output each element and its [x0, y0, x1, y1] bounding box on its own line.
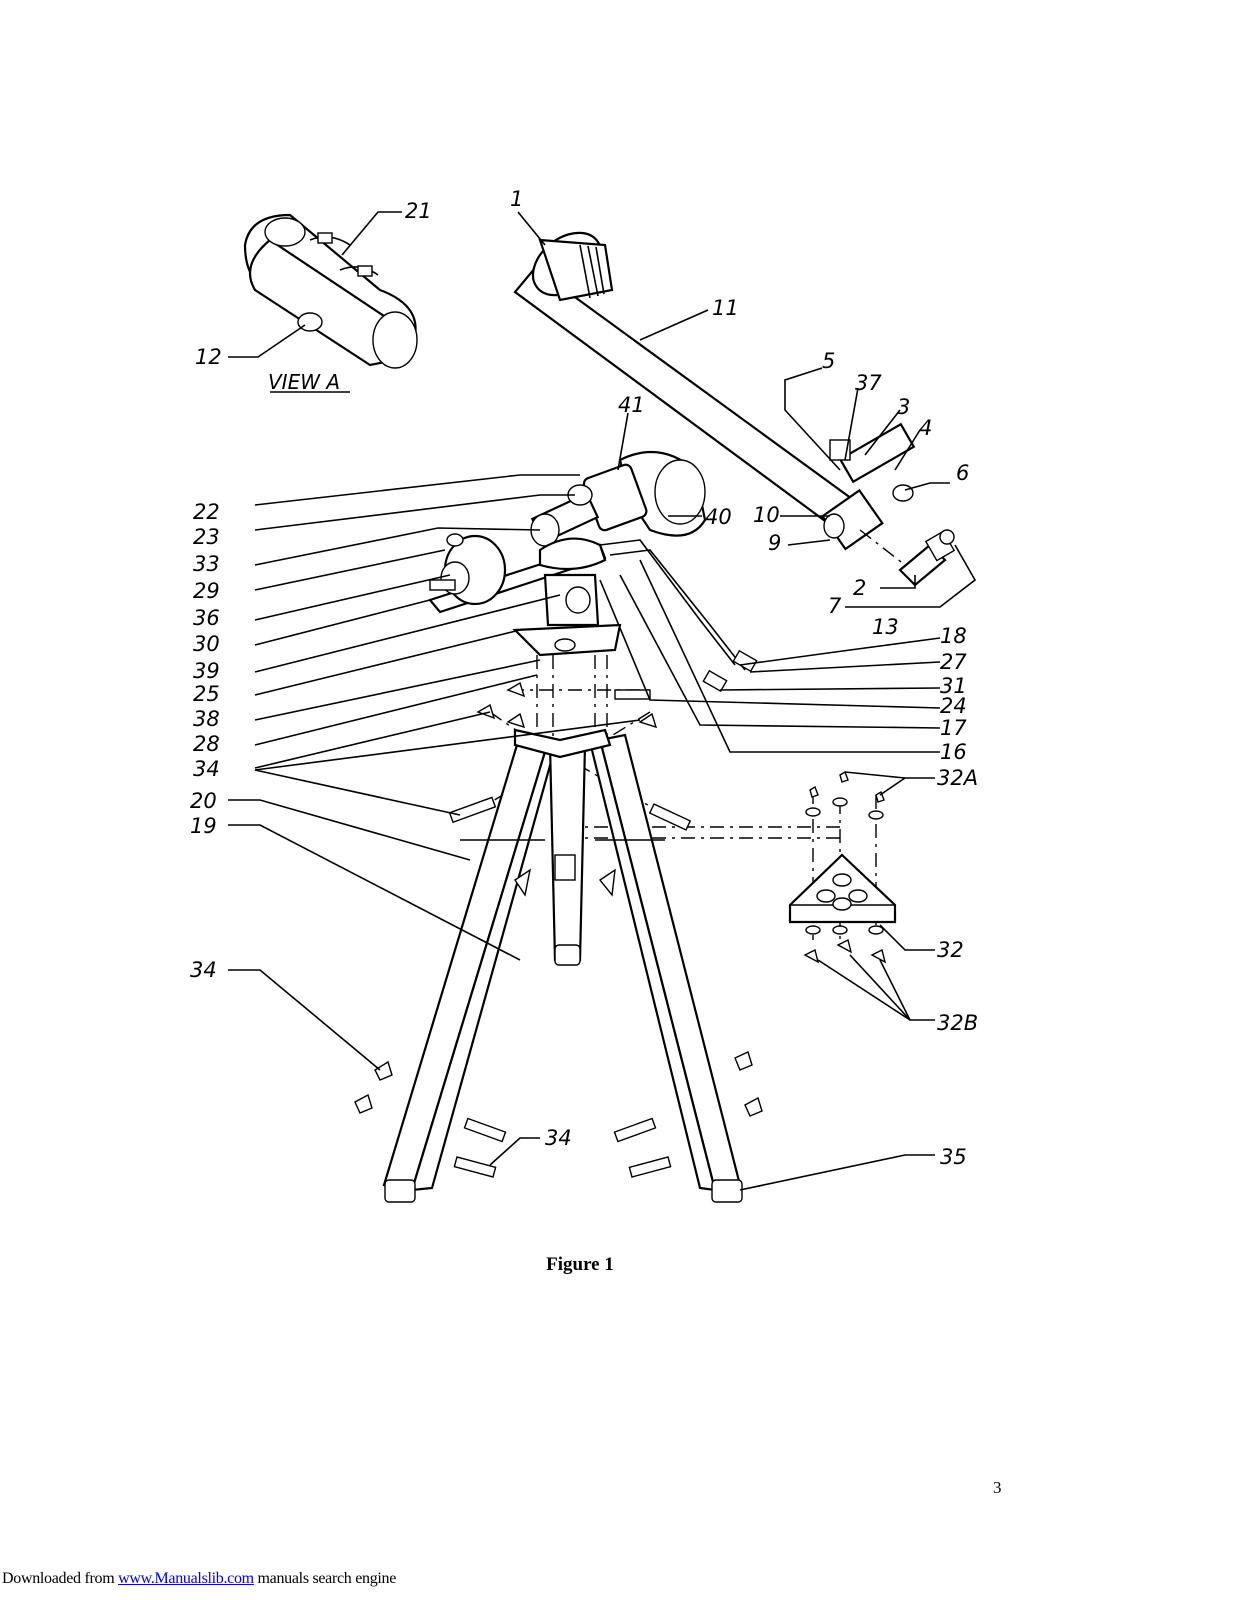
callout-18: 18	[940, 624, 967, 648]
callout-34-bottom: 34	[545, 1126, 572, 1150]
callout-37: 37	[855, 371, 882, 395]
footer-prefix: Downloaded from	[2, 1570, 119, 1587]
callout-31: 31	[940, 674, 967, 698]
callout-29: 29	[193, 579, 220, 603]
callout-35: 35	[940, 1145, 967, 1169]
callout-22: 22	[193, 500, 220, 524]
equatorial-mount	[428, 450, 758, 693]
callout-3: 3	[897, 395, 910, 419]
callout-16: 16	[940, 740, 967, 764]
callout-6: 6	[956, 461, 969, 485]
callout-21: 21	[405, 199, 432, 223]
bolt-icon	[448, 689, 692, 1178]
callout-23: 23	[193, 525, 220, 549]
callout-32B: 32B	[937, 1011, 978, 1035]
callout-40: 40	[705, 505, 732, 529]
wing-nut-icon	[354, 681, 763, 1117]
callout-7: 7	[828, 594, 842, 618]
callout-2: 2	[853, 576, 866, 600]
callout-36: 36	[193, 606, 220, 630]
callout-28: 28	[193, 732, 220, 756]
callout-19: 19	[190, 814, 217, 838]
callout-24: 24	[940, 694, 967, 718]
callout-1: 1	[510, 187, 523, 211]
callout-10: 10	[753, 503, 780, 527]
callout-25: 25	[193, 682, 220, 706]
callout-20: 20	[190, 789, 217, 813]
callout-30: 30	[193, 632, 220, 656]
callout-34-lower: 34	[190, 958, 217, 982]
callout-4: 4	[919, 416, 932, 440]
callout-34-left: 34	[193, 757, 220, 781]
download-footer: Downloaded from www.Manualslib.com manua…	[2, 1570, 396, 1588]
callout-13: 13	[872, 615, 899, 639]
callout-39: 39	[193, 659, 220, 683]
tripod	[354, 681, 763, 1203]
callout-38: 38	[193, 707, 220, 731]
callout-labels: 1 2 3 4 5 6 7 9 10 11 12 13 16 17 18 19 …	[190, 187, 978, 1169]
footer-suffix: manuals search engine	[253, 1570, 397, 1587]
telescope-tube	[513, 231, 956, 587]
accessory-tray	[788, 770, 897, 964]
callout-32: 32	[937, 938, 964, 962]
callout-33: 33	[193, 552, 220, 576]
view-a-label: VIEW A	[268, 370, 340, 394]
callout-12: 12	[195, 345, 222, 369]
manualslib-link[interactable]: www.Manualslib.com	[118, 1570, 254, 1587]
callout-32A: 32A	[937, 766, 978, 790]
callout-9: 9	[768, 531, 781, 555]
callout-5: 5	[822, 349, 835, 373]
callout-17: 17	[940, 716, 967, 740]
figure-caption: Figure 1	[546, 1254, 614, 1275]
callout-41: 41	[618, 393, 645, 417]
page-number: 3	[993, 1478, 1002, 1497]
callout-11: 11	[712, 296, 739, 320]
view-a-inset	[243, 213, 418, 393]
leader-lines	[228, 211, 977, 1191]
callout-27: 27	[940, 650, 967, 674]
